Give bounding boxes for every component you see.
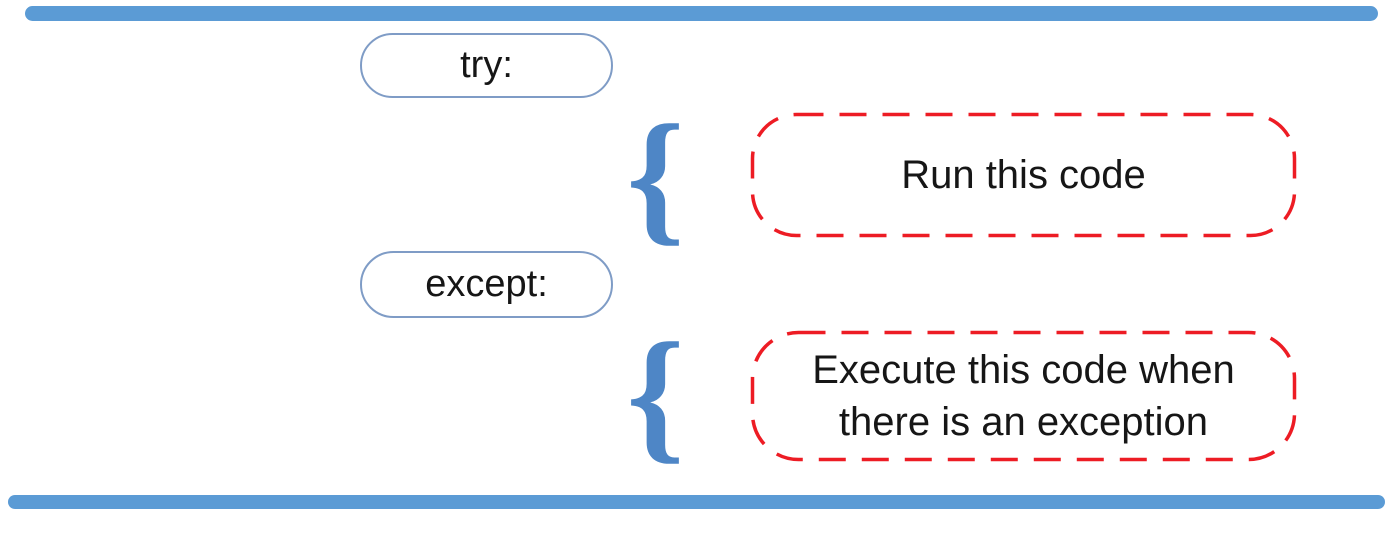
dashed-border-icon (750, 330, 1297, 462)
try-annotation-text: Run this code (901, 153, 1146, 197)
try-node-label: try: (460, 44, 513, 86)
curly-brace-icon: { (626, 313, 685, 477)
except-node-label: except: (425, 263, 548, 305)
except-annotation-box: Execute this code when there is an excep… (750, 330, 1297, 462)
except-annotation-text: Execute this code when there is an excep… (812, 348, 1235, 444)
try-node: try: (360, 33, 613, 98)
except-node: except: (360, 251, 613, 318)
curly-brace-icon: { (626, 95, 685, 259)
try-annotation-box: Run this code (750, 112, 1297, 238)
dashed-border-icon (750, 112, 1297, 238)
bottom-divider-bar (8, 495, 1385, 509)
top-divider-bar (25, 6, 1378, 21)
